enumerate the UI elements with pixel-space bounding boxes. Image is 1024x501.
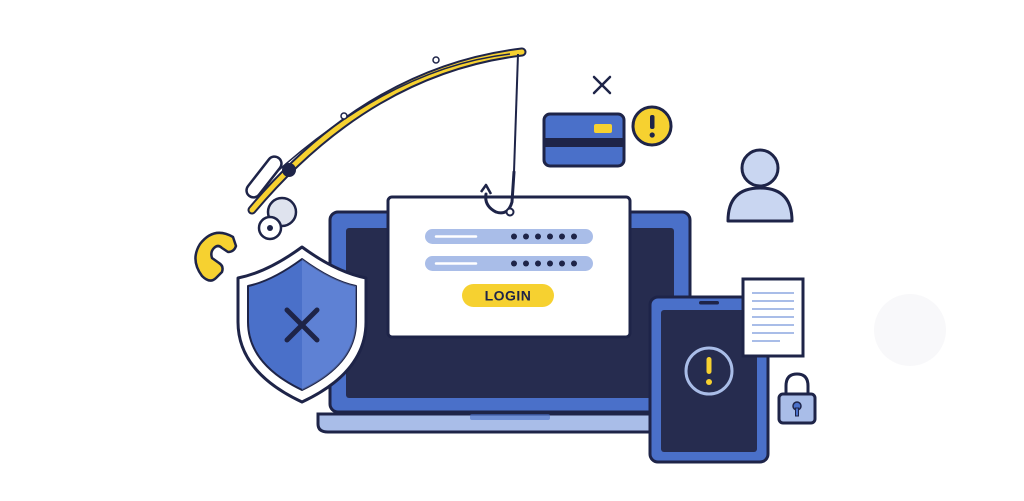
close-icon [592, 75, 612, 95]
document-icon [741, 277, 805, 358]
username-field[interactable] [425, 229, 593, 244]
login-button[interactable]: LOGIN [462, 284, 554, 307]
password-field[interactable] [425, 256, 593, 271]
fish-hook-icon [479, 170, 516, 217]
login-form: LOGIN [386, 195, 632, 339]
login-button-label: LOGIN [485, 288, 532, 304]
user-icon [726, 148, 794, 223]
warning-icon [631, 105, 673, 147]
tablet-icon [648, 295, 770, 464]
shield-x-mark [284, 307, 320, 343]
credit-card-icon [542, 112, 626, 168]
padlock-icon [777, 372, 817, 425]
fishing-rod-icon [245, 47, 527, 241]
phone-icon [194, 231, 238, 282]
username-mask [511, 233, 577, 240]
background-circle [874, 294, 946, 366]
tablet-warning-icon [684, 346, 734, 396]
shield-icon [236, 245, 368, 404]
password-mask [511, 260, 577, 267]
